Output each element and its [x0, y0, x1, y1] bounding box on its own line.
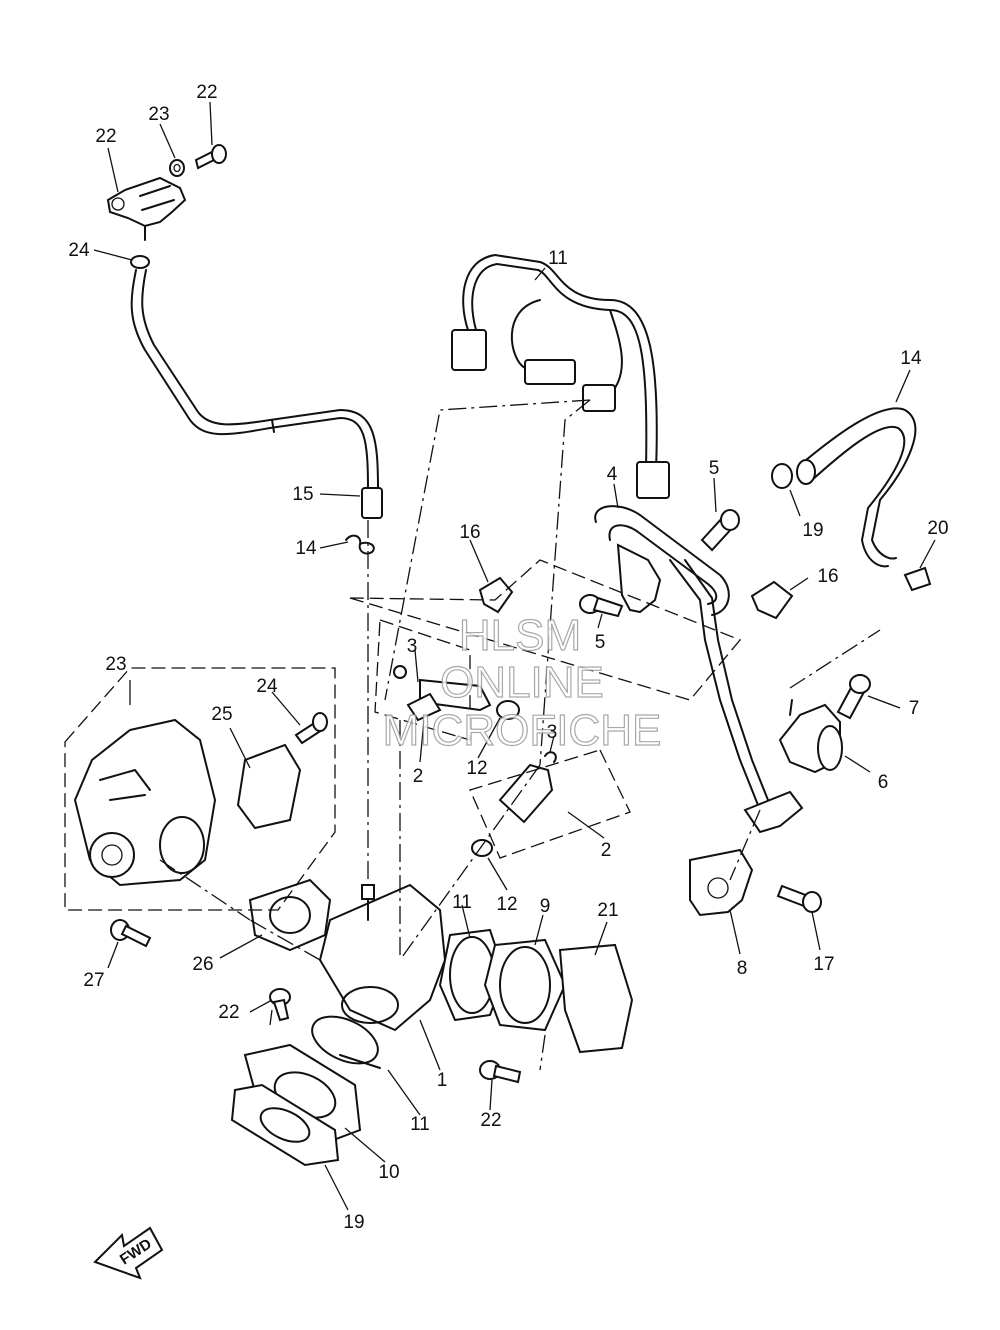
callout-22-left[interactable]: 22	[218, 1002, 239, 1023]
callout-5-lower[interactable]: 5	[595, 632, 606, 653]
callout-9[interactable]: 9	[540, 896, 551, 917]
fuel-pipe-4[interactable]	[594, 505, 804, 834]
callout-3-lower[interactable]: 3	[547, 722, 558, 743]
bolt-8[interactable]	[836, 674, 871, 720]
clip-15[interactable]	[345, 534, 375, 555]
callout-25[interactable]: 25	[211, 704, 232, 725]
bolt-22-right[interactable]	[479, 1060, 522, 1084]
callout-8[interactable]: 7	[909, 698, 920, 719]
callout-27[interactable]: 27	[83, 970, 104, 991]
clamp-11-lower[interactable]	[305, 1007, 385, 1073]
callout-4[interactable]: 4	[607, 464, 618, 485]
callout-22-right[interactable]: 22	[480, 1110, 501, 1131]
callout-16-right[interactable]: 16	[817, 566, 838, 587]
watermark: HLSM ONLINE MICROFICHE	[382, 610, 662, 755]
callout-21[interactable]: 19	[343, 1212, 364, 1233]
joint-9[interactable]	[483, 938, 567, 1032]
seal-12-upper[interactable]	[496, 700, 520, 720]
watermark-line3: MICROFICHE	[383, 706, 662, 755]
screw-5-lower[interactable]	[579, 594, 624, 618]
screw-5-upper[interactable]	[700, 509, 740, 552]
callout-14[interactable]: 15	[292, 484, 313, 505]
callout-7[interactable]: 8	[737, 958, 748, 979]
callout-29[interactable]: 22	[196, 82, 217, 103]
callout-15[interactable]: 14	[295, 538, 317, 559]
intake-joint-1[interactable]	[318, 883, 447, 1032]
clip-16-right[interactable]	[750, 580, 794, 620]
watermark-line1: HLSM	[459, 611, 581, 660]
wire-harness-13[interactable]	[451, 254, 670, 499]
injector-2-lower[interactable]	[498, 763, 554, 824]
callout-11-upper[interactable]: 11	[452, 892, 472, 913]
seal-12-lower[interactable]	[471, 839, 493, 857]
screw-24[interactable]	[294, 712, 328, 745]
callout-13[interactable]: 11	[548, 248, 568, 269]
callout-30[interactable]: 23	[148, 104, 169, 125]
callout-2-upper[interactable]: 2	[413, 766, 424, 787]
callout-28[interactable]: 22	[95, 126, 116, 147]
gasket-26[interactable]	[248, 878, 332, 952]
clip-16-left[interactable]	[478, 576, 514, 614]
throttle-body-assembly-23[interactable]	[73, 718, 217, 887]
gasket-21[interactable]	[230, 1083, 340, 1167]
vacuum-hose-14[interactable]	[130, 269, 383, 519]
o-ring-3-upper[interactable]	[393, 665, 407, 679]
callout-18[interactable]: 14	[900, 348, 922, 369]
clip-19-left[interactable]	[771, 463, 793, 489]
fwd-arrow-icon: FWD	[93, 1226, 164, 1280]
callout-10[interactable]: 10	[378, 1162, 399, 1183]
leader-lines	[93, 101, 936, 1211]
callout-3-upper[interactable]: 3	[407, 636, 418, 657]
callout-17[interactable]: 17	[813, 954, 834, 975]
sensor-25[interactable]	[236, 743, 302, 830]
sensor-bracket-28[interactable]	[106, 176, 187, 241]
washer-30[interactable]	[169, 159, 185, 177]
callout-12-upper[interactable]: 12	[466, 758, 487, 779]
callout-31[interactable]: 24	[68, 240, 90, 261]
clip-19-right[interactable]	[903, 566, 932, 592]
spacer-20[interactable]	[558, 943, 634, 1054]
callouts: 22 23 22 24 11 14 4 5 15 19 20 16 14 16 …	[68, 82, 948, 1233]
callout-19-right[interactable]: 20	[927, 518, 948, 539]
reference-lines	[64, 399, 881, 1071]
o-ring-3-lower[interactable]	[544, 751, 557, 763]
callout-5-upper[interactable]: 5	[709, 458, 720, 479]
pressure-regulator-6[interactable]	[778, 699, 843, 774]
watermark-line2: ONLINE	[440, 658, 604, 707]
callout-12-lower[interactable]: 12	[496, 894, 517, 915]
callout-16-left[interactable]: 16	[459, 522, 480, 543]
callout-26[interactable]: 26	[192, 954, 213, 975]
fuel-hose-18[interactable]	[796, 407, 917, 568]
callout-1[interactable]: 1	[437, 1070, 448, 1091]
callout-11-lower[interactable]: 11	[410, 1114, 430, 1135]
bolt-17[interactable]	[776, 884, 822, 913]
callout-2-lower[interactable]: 2	[601, 840, 612, 861]
bracket-7[interactable]	[689, 848, 754, 917]
injector-2-upper[interactable]	[406, 678, 492, 722]
bolt-22-left[interactable]	[269, 988, 291, 1022]
callout-6[interactable]: 6	[878, 772, 889, 793]
clip-31[interactable]	[130, 255, 150, 269]
screw-27[interactable]	[110, 919, 152, 948]
screw-29[interactable]	[194, 144, 227, 170]
callout-19-left[interactable]: 19	[802, 520, 823, 541]
callout-20[interactable]: 21	[597, 900, 618, 921]
callout-24[interactable]: 24	[256, 676, 278, 697]
callout-23[interactable]: 23	[105, 654, 126, 675]
